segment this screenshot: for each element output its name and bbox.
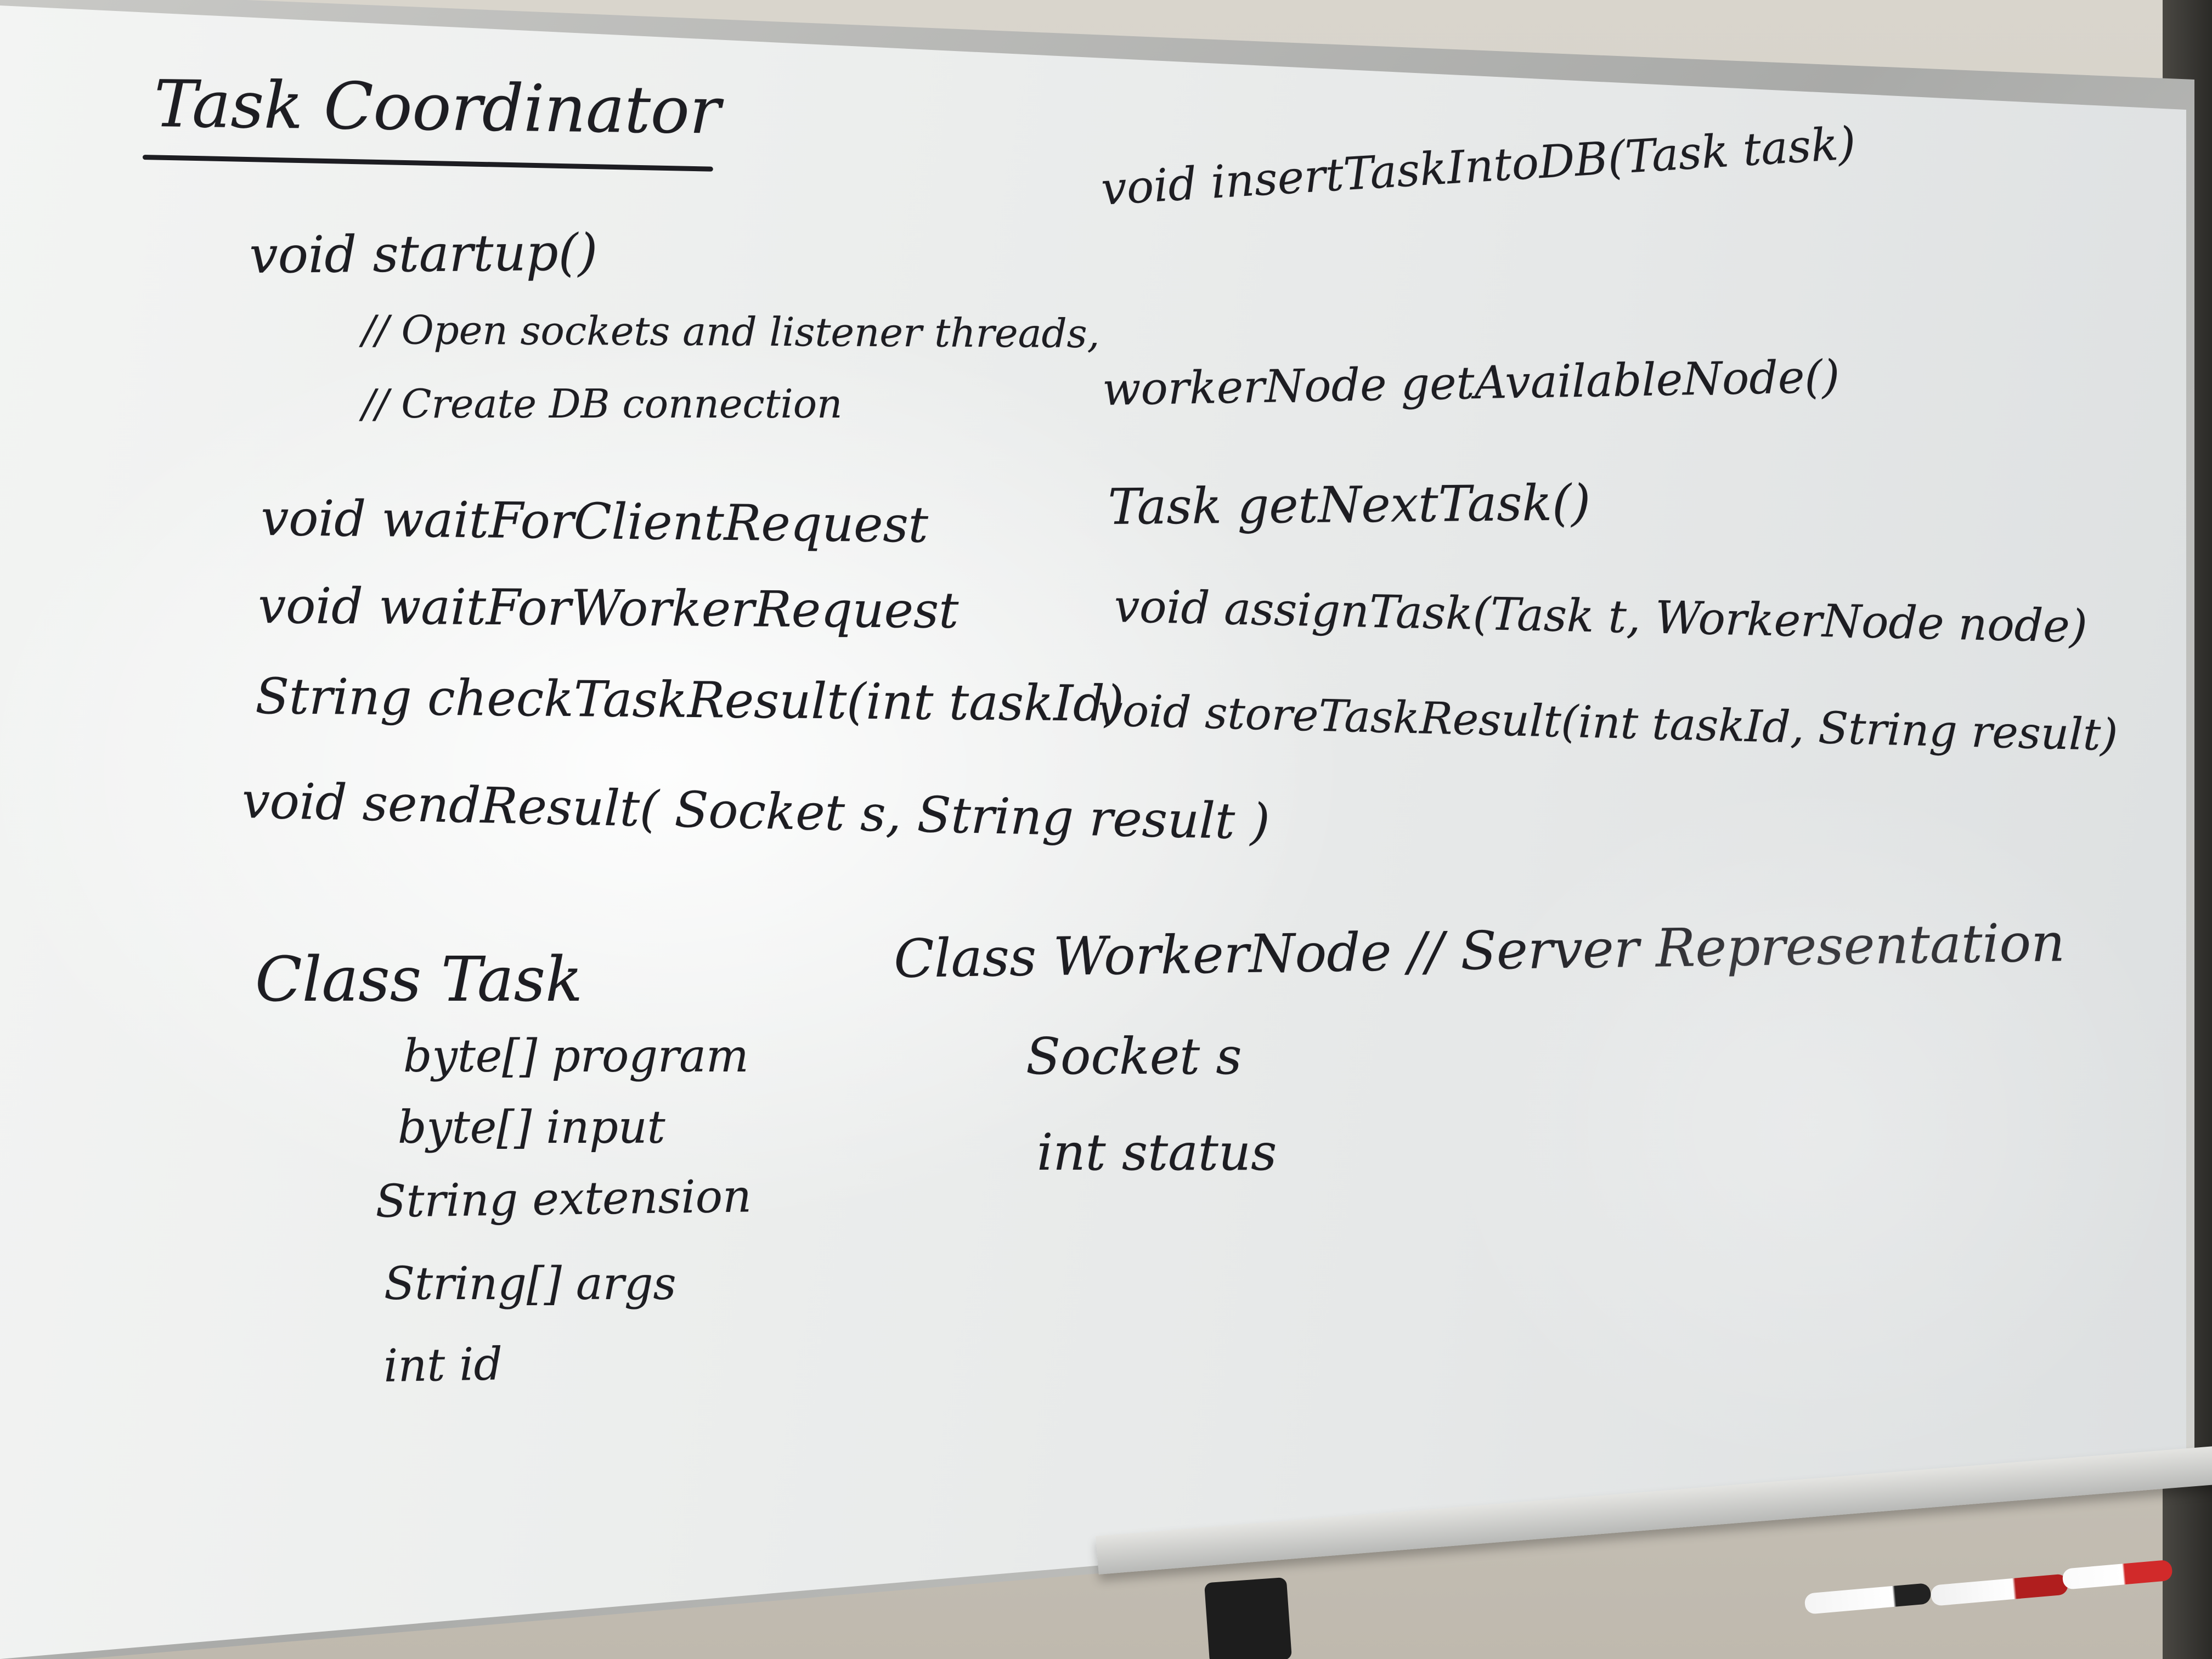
worker-field-status: int status bbox=[1037, 1123, 1277, 1182]
method-get-next-task: Task getNextTask() bbox=[1108, 474, 1591, 536]
comment-db-connection: // Create DB connection bbox=[362, 381, 843, 427]
task-field-program: byte[] program bbox=[403, 1030, 749, 1082]
board-title: Task Coordinator bbox=[153, 66, 721, 149]
class-task-header: Class Task bbox=[255, 944, 583, 1015]
method-wait-client: void waitForClientRequest bbox=[260, 489, 929, 554]
comment-open-sockets: // Open sockets and listener threads, bbox=[362, 307, 1100, 357]
board-clip bbox=[1204, 1577, 1293, 1659]
marker-red-2 bbox=[2062, 1559, 2173, 1590]
task-field-args: String[] args bbox=[384, 1258, 676, 1310]
task-field-input: byte[] input bbox=[398, 1102, 665, 1154]
method-send-result: void sendResult( Socket s, String result… bbox=[241, 772, 1271, 851]
method-wait-worker: void waitForWorkerRequest bbox=[257, 577, 959, 640]
task-field-extension: String extension bbox=[375, 1170, 752, 1228]
title-underline bbox=[142, 155, 713, 172]
worker-field-socket: Socket s bbox=[1026, 1027, 1242, 1086]
method-startup: void startup() bbox=[249, 223, 598, 285]
method-assign-task: void assignTask(Task t, WorkerNode node) bbox=[1113, 580, 2088, 653]
method-check-task-result: String checkTaskResult(int taskId) bbox=[255, 668, 1125, 733]
method-store-task-result: void storeTaskResult(int taskId, String … bbox=[1097, 685, 2119, 761]
marker-red bbox=[1930, 1573, 2069, 1606]
task-field-id: int id bbox=[383, 1338, 503, 1392]
class-worker-node-header: Class WorkerNode // Server Representatio… bbox=[893, 912, 2066, 990]
method-get-available-node: workerNode getAvailableNode() bbox=[1102, 351, 1841, 416]
light-glare bbox=[1426, 768, 2186, 1481]
method-insert-task: void insertTaskIntoDB(Task task) bbox=[1099, 117, 1858, 216]
marker-black bbox=[1804, 1583, 1932, 1615]
